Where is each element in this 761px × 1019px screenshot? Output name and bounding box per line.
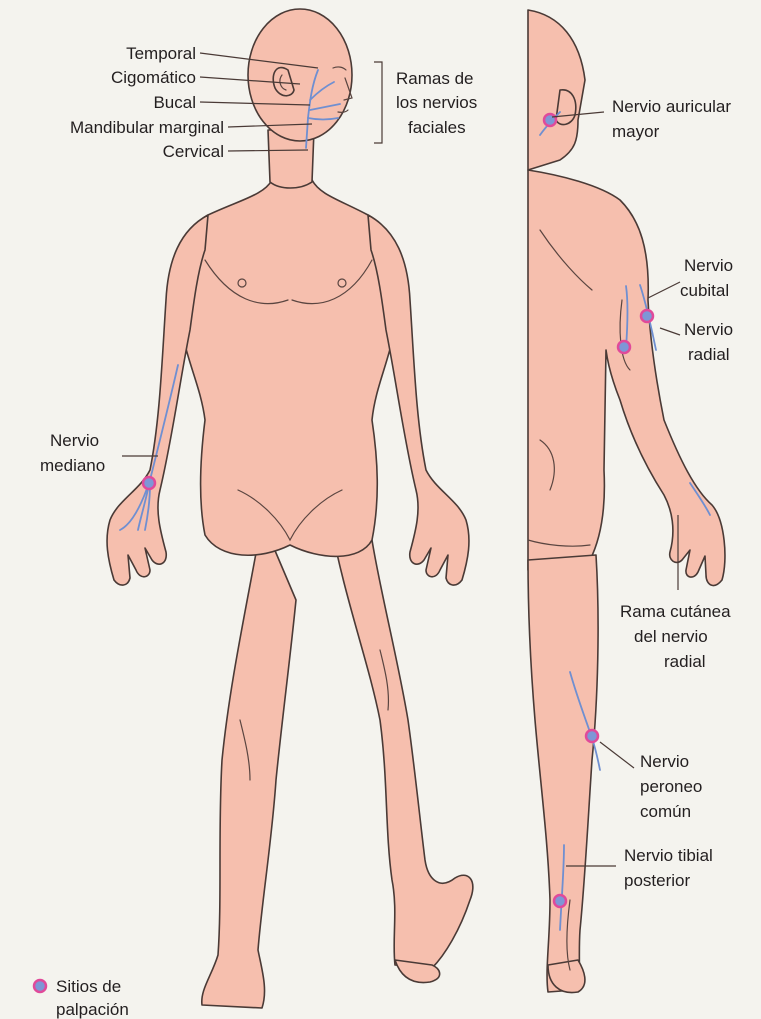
legend: Sitios de palpación <box>34 977 129 1019</box>
label-cervical: Cervical <box>163 142 224 161</box>
label-bucal: Bucal <box>153 93 196 112</box>
label-cubital-2: cubital <box>680 281 729 300</box>
label-nervio-mediano-1: Nervio <box>50 431 99 450</box>
label-peroneo-1: Nervio <box>640 752 689 771</box>
label-tibial-1: Nervio tibial <box>624 846 713 865</box>
palpation-site <box>641 310 653 322</box>
palpation-site <box>618 341 630 353</box>
label-radial-2: radial <box>688 345 730 364</box>
palpation-site <box>544 114 556 126</box>
label-radial-1: Nervio <box>684 320 733 339</box>
palpation-site <box>554 895 566 907</box>
label-cubital-1: Nervio <box>684 256 733 275</box>
label-ramas-de: Ramas de <box>396 69 473 88</box>
label-nervio-mediano-2: mediano <box>40 456 105 475</box>
label-peroneo-3: común <box>640 802 691 821</box>
label-los-nervios: los nervios <box>396 93 477 112</box>
legend-line-1: Sitios de <box>56 977 121 996</box>
palpation-site <box>143 477 155 489</box>
palpation-site <box>586 730 598 742</box>
label-tibial-2: posterior <box>624 871 690 890</box>
label-auricular-1: Nervio auricular <box>612 97 731 116</box>
label-mandibular-marginal: Mandibular marginal <box>70 118 224 137</box>
label-peroneo-2: peroneo <box>640 777 702 796</box>
label-cutanea-2: del nervio <box>634 627 708 646</box>
label-cigomatico: Cigomático <box>111 68 196 87</box>
label-temporal: Temporal <box>126 44 196 63</box>
label-auricular-2: mayor <box>612 122 660 141</box>
label-faciales: faciales <box>408 118 466 137</box>
legend-palpation-icon <box>34 980 46 992</box>
legend-line-2: palpación <box>56 1000 129 1019</box>
front-labels: Nervio mediano <box>40 431 105 475</box>
label-cutanea-1: Rama cutánea <box>620 602 731 621</box>
label-cutanea-3: radial <box>664 652 706 671</box>
